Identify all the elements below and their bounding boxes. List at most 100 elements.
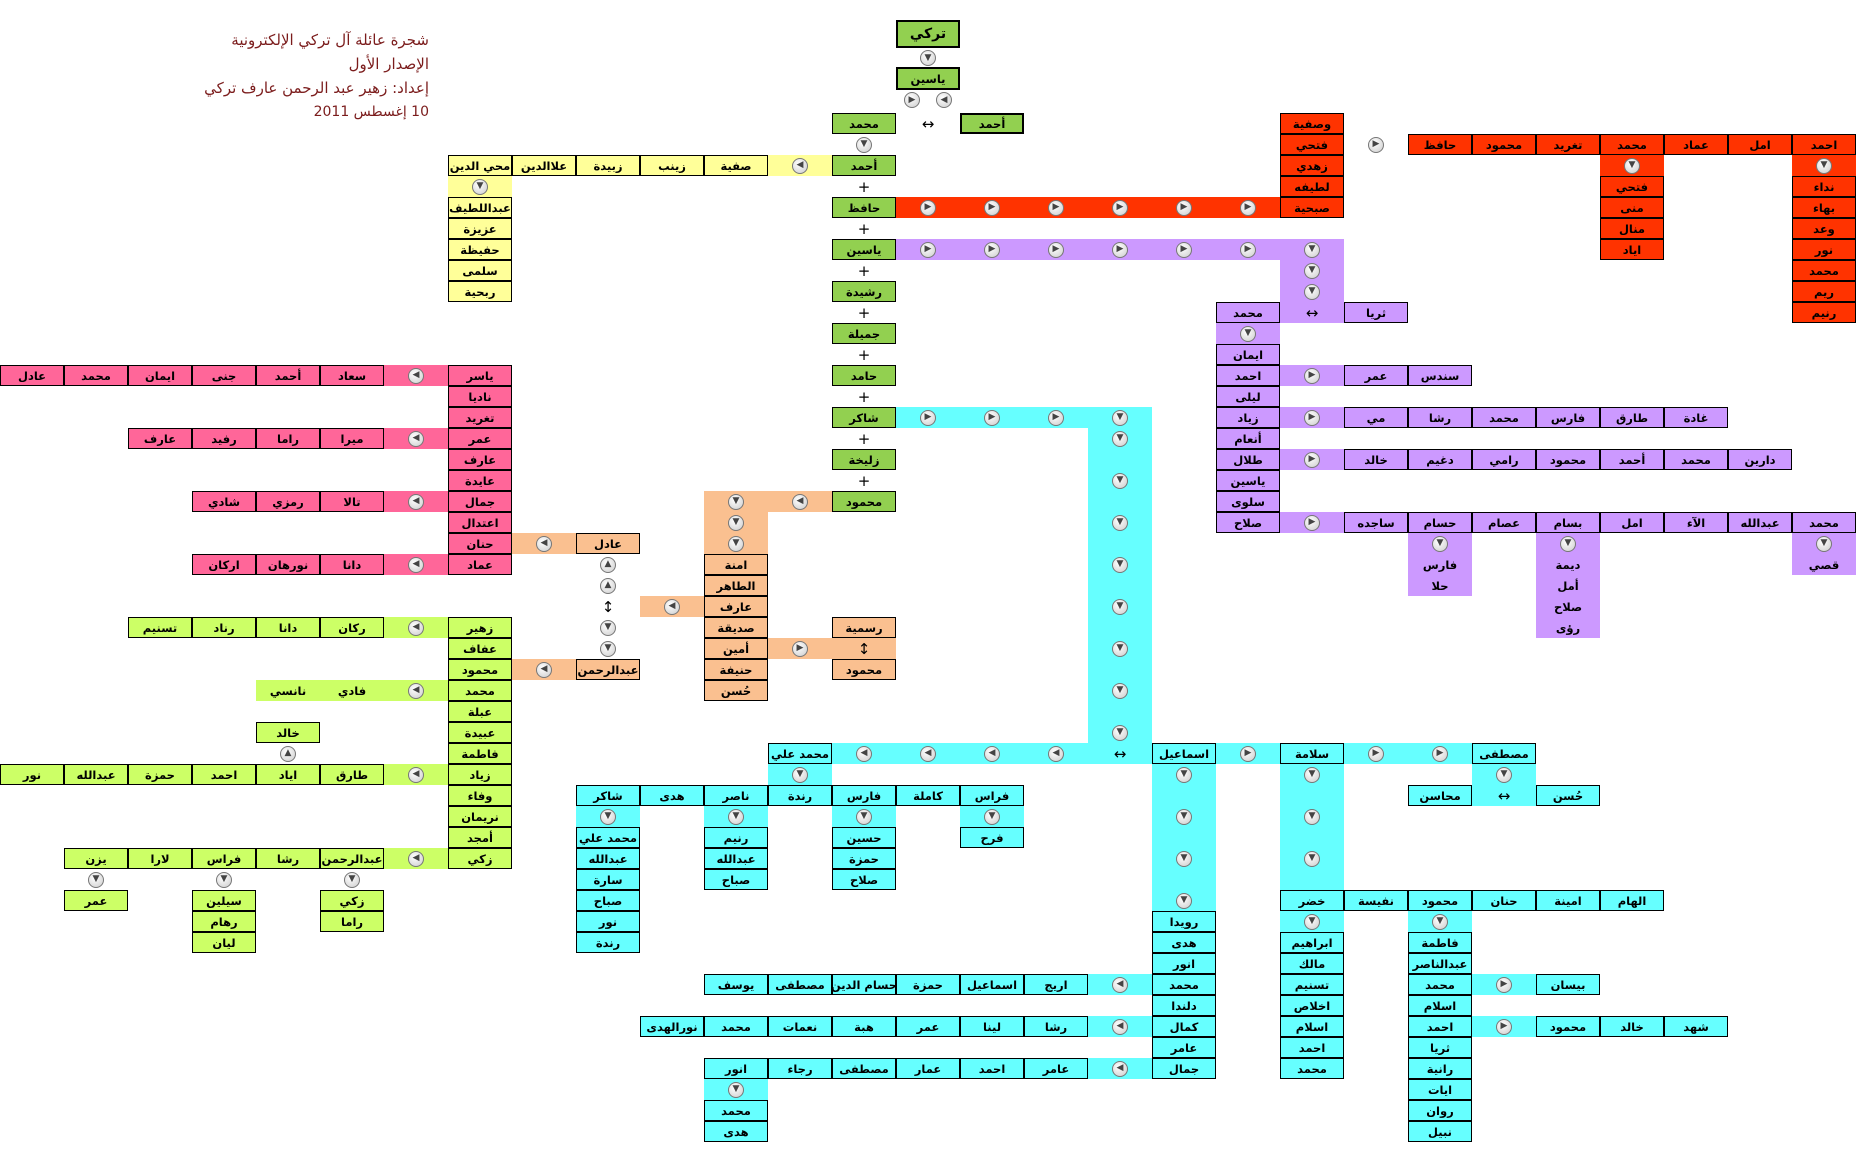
- person-box[interactable]: حُسن: [704, 680, 768, 701]
- person-box[interactable]: عبدالرحمن: [320, 848, 384, 869]
- expand-left-icon[interactable]: ◀: [936, 92, 952, 108]
- person-box[interactable]: شهد: [1664, 1016, 1728, 1037]
- expand-right-icon[interactable]: ▶: [920, 409, 936, 426]
- person-box[interactable]: رسمية: [832, 617, 896, 638]
- person-box[interactable]: روان: [1408, 1100, 1472, 1121]
- person-box[interactable]: محمود: [1408, 890, 1472, 911]
- person-box[interactable]: يوسف: [704, 974, 768, 995]
- person-box[interactable]: محمود: [832, 659, 896, 680]
- expand-down-icon[interactable]: ▼: [1112, 514, 1128, 531]
- person-box[interactable]: ريم: [1792, 281, 1856, 302]
- person-box[interactable]: لطيفه: [1280, 176, 1344, 197]
- expand-down-icon[interactable]: ▼: [1432, 535, 1448, 552]
- person-box[interactable]: الطاهر: [704, 575, 768, 596]
- person-box[interactable]: فاطمة: [448, 743, 512, 764]
- expand-left-icon[interactable]: ◀: [408, 430, 424, 447]
- expand-down-icon[interactable]: ▼: [1304, 913, 1320, 930]
- expand-down-icon[interactable]: ▼: [1304, 850, 1320, 867]
- person-box[interactable]: دلندا: [1152, 995, 1216, 1016]
- person-box[interactable]: نورالهدى: [640, 1016, 704, 1037]
- person-box[interactable]: هدى: [704, 1121, 768, 1142]
- root-box[interactable]: تركي: [896, 20, 960, 48]
- person-box[interactable]: خضر: [1280, 890, 1344, 911]
- expand-right-icon[interactable]: ▶: [1240, 199, 1256, 216]
- expand-down-icon[interactable]: ▼: [792, 766, 808, 783]
- line-box[interactable]: محمود: [832, 491, 896, 512]
- person-box[interactable]: طلال: [1216, 449, 1280, 470]
- expand-down-icon[interactable]: ▼: [728, 1081, 744, 1098]
- person-box[interactable]: وفاء: [448, 785, 512, 806]
- person-box[interactable]: حنان: [448, 533, 512, 554]
- person-box[interactable]: احمد: [1216, 365, 1280, 386]
- person-box[interactable]: احمد: [1408, 1016, 1472, 1037]
- person-box[interactable]: اسلام: [1280, 1016, 1344, 1037]
- person-box[interactable]: بسام: [1536, 512, 1600, 533]
- person-box[interactable]: محاسن: [1408, 785, 1472, 806]
- expand-right-icon[interactable]: ▶: [984, 199, 1000, 216]
- expand-down-icon[interactable]: ▼: [1560, 535, 1576, 552]
- expand-right-icon[interactable]: ▶: [1304, 367, 1320, 384]
- expand-down-icon[interactable]: ▼: [1112, 556, 1128, 573]
- person-box[interactable]: ثريا: [1344, 302, 1408, 323]
- person-box[interactable]: دانا: [320, 554, 384, 575]
- person-box[interactable]: انور: [1152, 953, 1216, 974]
- person-box[interactable]: عارف: [704, 596, 768, 617]
- expand-down-icon[interactable]: ▼: [1304, 262, 1320, 279]
- expand-down-icon[interactable]: ▼: [1496, 766, 1512, 783]
- person-box[interactable]: صباح: [704, 869, 768, 890]
- person-box[interactable]: أنعام: [1216, 428, 1280, 449]
- person-box[interactable]: فارس: [1536, 407, 1600, 428]
- person-box[interactable]: احمد: [1792, 134, 1856, 155]
- expand-down-icon[interactable]: ▼: [856, 808, 872, 825]
- person-box[interactable]: صلاح: [832, 869, 896, 890]
- person-box[interactable]: احمد: [192, 764, 256, 785]
- expand-left-icon[interactable]: ◀: [856, 745, 872, 762]
- line-box[interactable]: ياسين: [832, 239, 896, 260]
- expand-right-icon[interactable]: ▶: [1432, 745, 1448, 762]
- person-box[interactable]: عبدالناصر: [1408, 953, 1472, 974]
- person-box[interactable]: ايمان: [1216, 344, 1280, 365]
- person-box[interactable]: حمزة: [128, 764, 192, 785]
- person-box[interactable]: نفيسة: [1344, 890, 1408, 911]
- expand-left-icon[interactable]: ◀: [1048, 745, 1064, 762]
- expand-down-icon[interactable]: ▼: [1176, 766, 1192, 783]
- expand-down-icon[interactable]: ▼: [984, 808, 1000, 825]
- person-box[interactable]: مصطفى: [768, 974, 832, 995]
- person-box[interactable]: ركان: [320, 617, 384, 638]
- person-box[interactable]: اركان: [192, 554, 256, 575]
- person-box[interactable]: تسنيم: [128, 617, 192, 638]
- line-box[interactable]: شاكر: [832, 407, 896, 428]
- person-box[interactable]: عماد: [448, 554, 512, 575]
- expand-right-icon[interactable]: ▶: [1176, 199, 1192, 216]
- expand-right-icon[interactable]: ▶: [1304, 514, 1320, 531]
- person-box[interactable]: مالك: [1280, 953, 1344, 974]
- person-box[interactable]: اخلاص: [1280, 995, 1344, 1016]
- person-box[interactable]: فارس: [832, 785, 896, 806]
- person-box[interactable]: دارين: [1728, 449, 1792, 470]
- expand-down-icon[interactable]: ▼: [728, 808, 744, 825]
- person-box[interactable]: فتحي: [1600, 176, 1664, 197]
- person-box[interactable]: عماد: [1664, 134, 1728, 155]
- expand-down-icon[interactable]: ▼: [1112, 409, 1128, 426]
- person-box[interactable]: محمد: [1600, 134, 1664, 155]
- line-box[interactable]: رشيدة: [832, 281, 896, 302]
- person-box[interactable]: أمجد: [448, 827, 512, 848]
- person-box[interactable]: نور: [0, 764, 64, 785]
- expand-left-icon[interactable]: ◀: [792, 493, 808, 510]
- expand-right-icon[interactable]: ▶: [920, 199, 936, 216]
- person-box[interactable]: شاكر: [576, 785, 640, 806]
- person-box[interactable]: ايات: [1408, 1079, 1472, 1100]
- expand-down-icon[interactable]: ▼: [920, 50, 936, 66]
- expand-right-icon[interactable]: ▶: [984, 409, 1000, 426]
- person-box[interactable]: حمزة: [896, 974, 960, 995]
- person-box[interactable]: صديقة: [704, 617, 768, 638]
- person-box[interactable]: مصطفى: [832, 1058, 896, 1079]
- expand-left-icon[interactable]: ◀: [408, 619, 424, 636]
- person-label[interactable]: فارس: [1408, 554, 1472, 575]
- person-box[interactable]: منال: [1600, 218, 1664, 239]
- expand-down-icon[interactable]: ▼: [1816, 535, 1832, 552]
- person-box[interactable]: رامي: [1472, 449, 1536, 470]
- person-box[interactable]: عمر: [448, 428, 512, 449]
- person-box[interactable]: زكي: [320, 890, 384, 911]
- person-box[interactable]: محمد: [1152, 974, 1216, 995]
